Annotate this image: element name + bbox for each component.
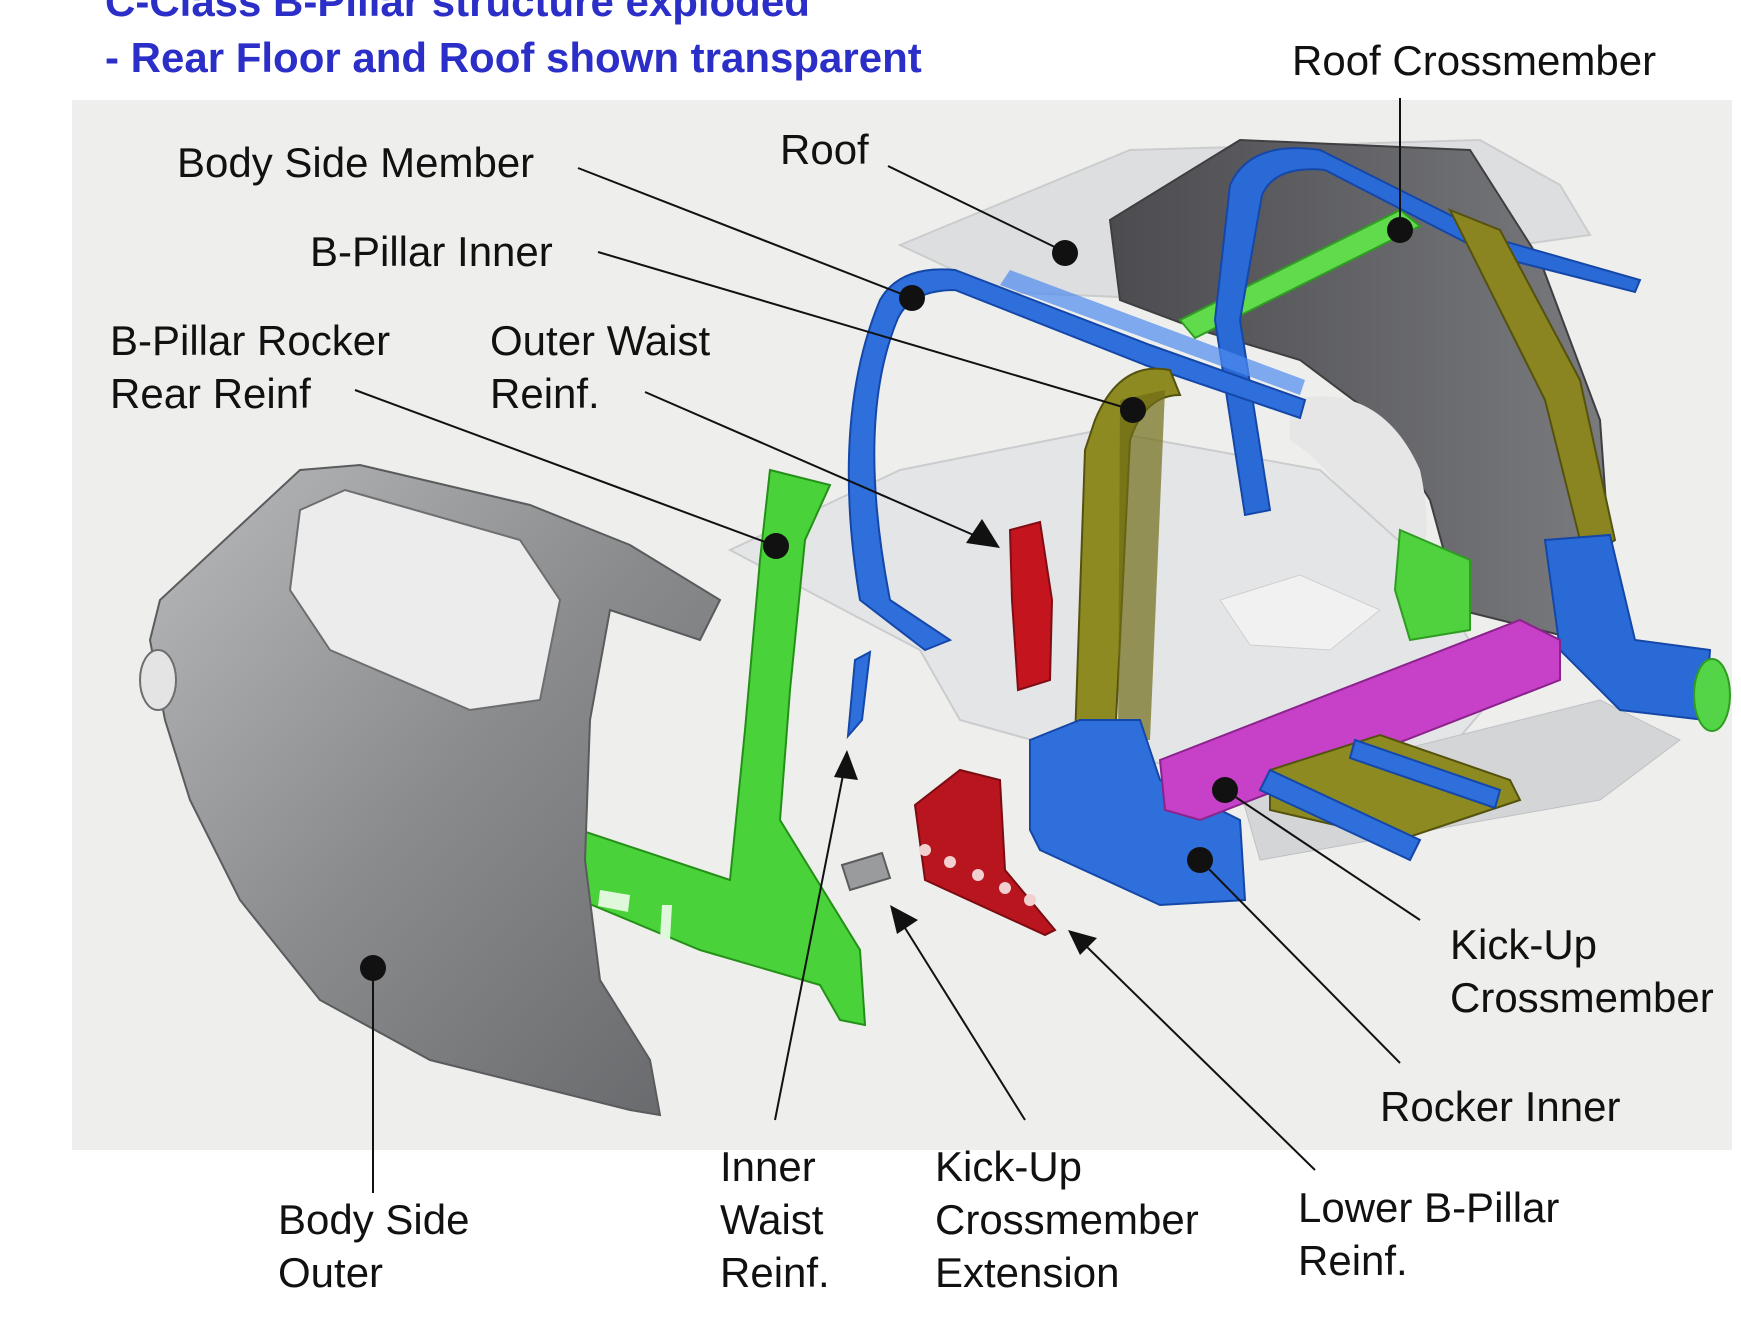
arrow-kick-up-extension	[890, 905, 918, 934]
label-b-pillar-rocker-line1: B-Pillar Rocker	[110, 317, 391, 364]
diagram-title-line1: C-Class B-Pillar structure exploded	[105, 0, 810, 25]
label-lower-b-pillar-line1: Lower B-Pillar	[1298, 1184, 1560, 1231]
marker-body-side-outer	[360, 955, 386, 981]
label-body-side-outer-line2: Outer	[278, 1249, 384, 1296]
marker-roof-crossmember	[1387, 217, 1413, 243]
label-kick-up-crossmember-line2: Crossmember	[1450, 974, 1714, 1021]
leader-rocker-inner	[1199, 859, 1401, 1064]
label-b-pillar-rocker-line2: Rear Reinf	[110, 370, 311, 417]
inner-waist-reinf-part	[846, 650, 872, 739]
marker-b-pillar-inner	[1120, 397, 1146, 423]
label-inner-waist-line3: Reinf.	[720, 1249, 830, 1296]
label-kick-up-crossmember: Kick-Up Crossmember	[1450, 918, 1714, 1024]
arrow-lower-b-pillar	[1068, 930, 1097, 955]
label-kick-up-extension-line3: Extension	[935, 1249, 1120, 1296]
label-rocker-inner: Rocker Inner	[1380, 1083, 1621, 1130]
label-inner-waist-line1: Inner	[720, 1143, 816, 1190]
label-b-pillar-rocker-rear-reinf: B-Pillar Rocker Rear Reinf	[110, 314, 390, 420]
leader-lower-b-pillar	[1084, 944, 1316, 1171]
leader-outer-waist	[644, 391, 986, 541]
leader-roof	[887, 165, 1066, 253]
label-roof: Roof	[780, 126, 869, 173]
leader-body-side-member	[577, 167, 913, 299]
label-outer-waist-line1: Outer Waist	[490, 317, 711, 364]
body-side-member-part	[847, 268, 1307, 652]
label-inner-waist-reinf: Inner Waist Reinf.	[720, 1140, 830, 1299]
label-body-side-member: Body Side Member	[177, 139, 535, 186]
leader-inner-waist	[774, 764, 846, 1121]
leader-b-pillar-inner	[597, 251, 1134, 411]
label-outer-waist-reinf: Outer Waist Reinf.	[490, 314, 710, 420]
marker-roof	[1052, 240, 1078, 266]
label-kick-up-crossmember-line1: Kick-Up	[1450, 921, 1598, 968]
marker-b-pillar-rocker	[763, 533, 789, 559]
label-inner-waist-line2: Waist	[720, 1196, 824, 1243]
arrow-inner-waist	[834, 750, 858, 780]
leader-b-pillar-rocker	[354, 389, 777, 547]
arrow-outer-waist	[966, 519, 1000, 548]
label-kick-up-extension-line1: Kick-Up	[935, 1143, 1083, 1190]
label-lower-b-pillar-line2: Reinf.	[1298, 1237, 1408, 1284]
leader-kick-up-extension	[899, 919, 1026, 1121]
rocker-inner-part	[1158, 618, 1561, 822]
diagram-title-line2: - Rear Floor and Roof shown transparent	[105, 34, 922, 81]
label-kick-up-crossmember-extension: Kick-Up Crossmember Extension	[935, 1140, 1199, 1299]
kick-up-crossmember-extension-part	[840, 851, 892, 892]
marker-kick-up-crossmember	[1212, 777, 1238, 803]
label-roof-crossmember: Roof Crossmember	[1292, 37, 1657, 84]
label-kick-up-extension-line2: Crossmember	[935, 1196, 1199, 1243]
label-outer-waist-line2: Reinf.	[490, 370, 600, 417]
marker-rocker-inner	[1187, 847, 1213, 873]
label-body-side-outer-line1: Body Side	[278, 1196, 470, 1243]
marker-body-side-member	[899, 285, 925, 311]
outer-waist-reinf-part	[1008, 520, 1054, 692]
label-b-pillar-inner: B-Pillar Inner	[310, 228, 553, 275]
label-lower-b-pillar-reinf: Lower B-Pillar Reinf.	[1298, 1181, 1559, 1287]
b-pillar-rocker-rear-reinf-part	[579, 468, 867, 1027]
label-body-side-outer: Body Side Outer	[278, 1193, 469, 1299]
body-side-outer-part	[148, 463, 722, 1117]
leader-kick-up-crossmember	[1224, 789, 1421, 921]
